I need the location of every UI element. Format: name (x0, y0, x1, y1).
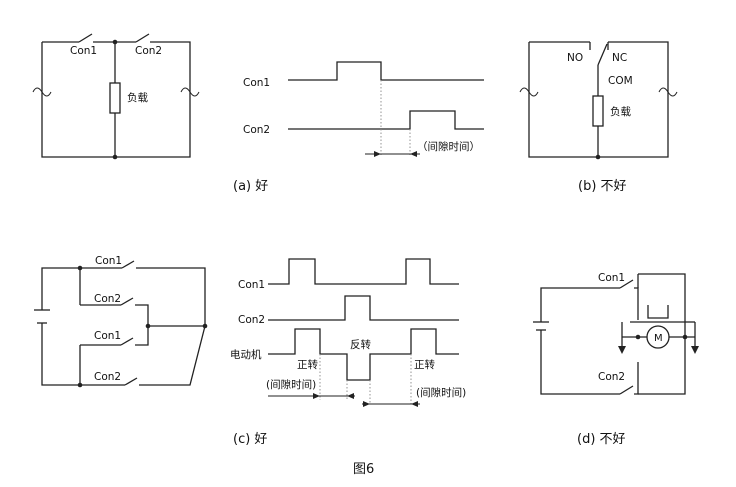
timing-label-con1: Con1 (238, 279, 265, 291)
con2-waveform (288, 110, 484, 130)
con1-mid-switch (120, 337, 134, 346)
label-load: 负载 (610, 105, 631, 118)
circuit-b: NO NC COM 负载 (519, 41, 678, 160)
timing-a: Con1 Con2 （间隙时间） (243, 61, 484, 157)
con1-waveform (268, 258, 459, 285)
label-con1: Con1 (598, 272, 625, 284)
label-con1: Con1 (70, 45, 97, 57)
caption-d: (d) 不好 (577, 432, 626, 447)
label-forward-1: 正转 (297, 358, 318, 371)
con1-switch (78, 33, 93, 43)
arrow-right-icon (374, 151, 381, 157)
label-reverse: 反转 (350, 338, 371, 351)
arrow-right-icon (363, 401, 370, 407)
label-con2: Con2 (598, 371, 625, 383)
timing-c: Con1 Con2 电动机 正转 反转 正转 (间隙时间) (间隙时间) (230, 258, 466, 407)
ac-source-icon (180, 87, 200, 97)
label-con2: Con2 (135, 45, 162, 57)
label-con2-mid: Con2 (94, 293, 121, 305)
con1-top-switch (121, 260, 135, 269)
changeover-switch (597, 43, 608, 66)
circuit-c: Con1 Con2 Con1 Con2 (34, 255, 208, 388)
gap-time-label: （间隙时间） (417, 140, 480, 153)
timing-label-con1: Con1 (243, 77, 270, 89)
ac-source-icon (658, 87, 678, 97)
load-resistor (592, 95, 604, 127)
ac-source-icon (32, 87, 52, 97)
motor-waveform (268, 328, 459, 381)
arrow-down-icon (691, 346, 699, 354)
con2-mid-switch (120, 297, 134, 306)
label-forward-2: 正转 (414, 358, 435, 371)
arrow-down-icon (618, 346, 626, 354)
load-resistor (109, 82, 121, 114)
label-no: NO (567, 52, 583, 64)
ac-source-icon (519, 87, 539, 97)
arrow-right-icon (313, 393, 320, 399)
arrow-left-icon (411, 401, 418, 407)
circuit-d: M Con1 Con2 (533, 272, 699, 395)
label-nc: NC (612, 52, 627, 64)
caption-c: (c) 好 (233, 432, 267, 447)
gap-time-label-2: (间隙时间) (416, 386, 466, 399)
con2-switch (135, 33, 150, 43)
label-load: 负载 (127, 91, 148, 104)
con1-waveform (288, 61, 484, 81)
con2-bottom-switch (124, 377, 138, 386)
timing-label-motor: 电动机 (230, 348, 262, 361)
con2-switch (619, 385, 634, 395)
label-con1-mid: Con1 (94, 330, 121, 342)
caption-b: (b) 不好 (578, 179, 627, 194)
timing-label-con2: Con2 (238, 314, 265, 326)
gap-time-label-1: (间隙时间) (266, 378, 316, 391)
con2-waveform (268, 295, 459, 321)
caption-a: (a) 好 (233, 179, 268, 194)
motor-label: M (654, 333, 663, 344)
timing-label-con2: Con2 (243, 124, 270, 136)
arrow-left-icon (410, 151, 417, 157)
label-com: COM (608, 75, 633, 87)
circuit-a: Con1 Con2 负载 (32, 33, 200, 160)
arrow-left-icon (347, 393, 354, 399)
con1-switch (619, 279, 634, 289)
label-con1-top: Con1 (95, 255, 122, 267)
figure-caption: 图6 (353, 462, 374, 477)
label-con2-bottom: Con2 (94, 371, 121, 383)
